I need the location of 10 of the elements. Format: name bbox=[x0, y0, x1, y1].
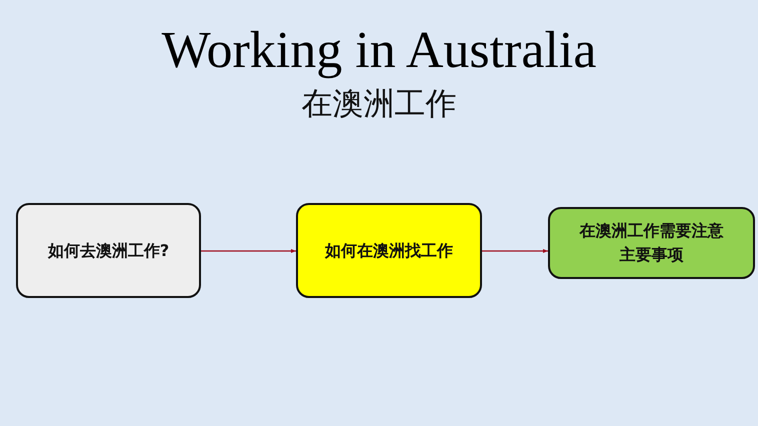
box-label: 如何去澳洲工作? bbox=[48, 240, 170, 260]
box-label: 如何在澳洲找工作 bbox=[325, 240, 453, 260]
arrow bbox=[482, 249, 548, 253]
process-box bbox=[296, 203, 482, 298]
box-label: 在澳洲工作需要注意主要事项 bbox=[580, 221, 724, 264]
arrow bbox=[201, 249, 296, 253]
subtitle: 在澳洲工作 bbox=[302, 86, 456, 122]
process-box bbox=[548, 207, 755, 279]
process-box bbox=[16, 203, 201, 298]
diagram-title: Working in Australia bbox=[162, 22, 596, 79]
